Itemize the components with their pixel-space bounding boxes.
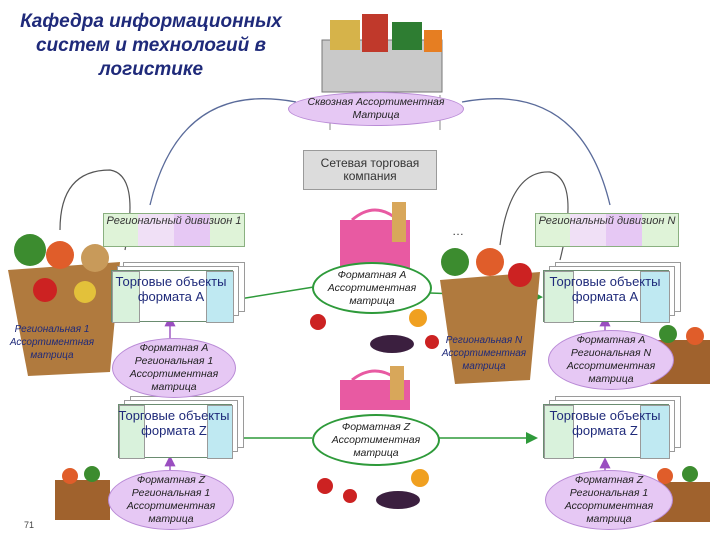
format-a-regional-n-oval: Форматная А Региональная N Ассортиментна…	[548, 330, 674, 390]
objects-z-left-stack: Торговые объекты формата Z	[110, 396, 250, 460]
ellipsis-text: …	[452, 224, 464, 238]
objects-z-right-label: Торговые объекты формата Z	[549, 408, 661, 438]
format-z-regional-1-left-oval: Форматная Z Региональная 1 Ассортиментна…	[108, 470, 234, 530]
objects-a-right-label: Торговые объекты формата А	[549, 274, 661, 304]
format-z-matrix-oval: Форматная Z Ассортиментная матрица	[312, 414, 440, 466]
curve-top-right	[461, 98, 611, 206]
grocery-bag-right-illustration	[440, 248, 540, 384]
format-a-regional-1-oval: Форматная А Региональная 1 Ассортиментна…	[112, 338, 236, 398]
objects-a-right-stack: Торговые объекты формата А	[535, 262, 685, 323]
format-z-regional-1-right-oval: Форматная Z Региональная 1 Ассортиментна…	[545, 470, 673, 530]
vegetables-bottom-illustration	[317, 469, 429, 509]
division-1-label: Региональный дивизион 1	[106, 215, 242, 227]
shopping-cart-illustration	[321, 14, 443, 130]
objects-a-left-label: Торговые объекты формата А	[115, 274, 227, 304]
basket-handle-left	[59, 169, 131, 251]
regional-1-matrix-text: Региональная 1 Ассортиментная матрица	[9, 324, 95, 361]
page-title: Кафедра информационных систем и технолог…	[20, 11, 282, 80]
division-1-box: Региональный дивизион 1	[103, 213, 245, 247]
vegetables-top-illustration	[310, 309, 439, 353]
basket-bottom-left-illustration	[55, 466, 110, 520]
division-n-box: Региональный дивизион N	[535, 213, 679, 247]
curve-top-left	[149, 98, 297, 206]
arrow-format-a-left	[230, 285, 321, 305]
objects-z-left-label: Торговые объекты формата Z	[118, 408, 230, 438]
pink-bag-top-illustration	[340, 202, 410, 270]
pink-bag-bottom-illustration	[340, 366, 410, 410]
division-n-label: Региональный дивизион N	[538, 215, 676, 227]
retail-company-box: Сетевая торговая компания	[303, 150, 437, 190]
format-a-matrix-oval: Форматная А Ассортиментная матрица	[312, 262, 432, 314]
through-assortment-matrix: Сквозная Ассортиментная Матрица	[288, 92, 464, 126]
grocery-bag-left-illustration	[8, 234, 120, 376]
objects-z-right-stack: Торговые объекты формата Z	[535, 396, 685, 460]
regional-n-matrix-text: Региональная N Ассортиментная матрица	[441, 335, 527, 372]
objects-a-left-stack: Торговые объекты формата А	[103, 262, 253, 323]
page-number: 71	[24, 520, 35, 530]
